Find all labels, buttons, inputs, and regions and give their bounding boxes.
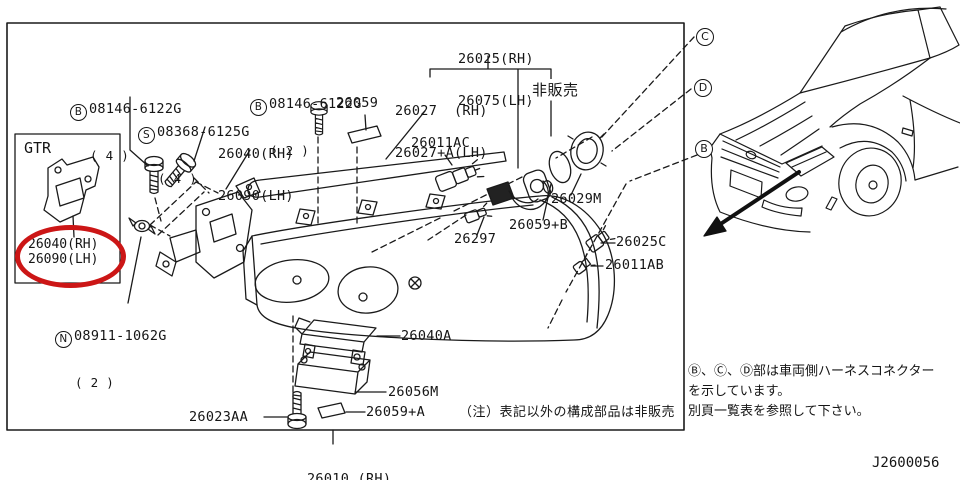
pointer-arrow	[703, 170, 801, 237]
label-26011AB: 26011AB	[605, 257, 664, 273]
drawing-number: J2600056	[872, 455, 940, 471]
wing-nut	[128, 217, 156, 235]
harness-connector-note: Ⓑ、Ⓒ、Ⓓ部は車両側ハーネスコネクター を示しています。 別頁一覧表を参照して下…	[688, 364, 935, 419]
label-26056M: 26056M	[388, 384, 439, 400]
label-26025-26075: 26025(RH) 26075(LH)	[458, 51, 534, 109]
label-26059B: 26059+B	[509, 217, 568, 233]
label-26059A: 26059+A	[366, 404, 425, 420]
label-26011AC: 26011AC	[411, 135, 470, 151]
circled-b-icon: B	[70, 104, 87, 121]
main-border	[6, 22, 685, 431]
callout-b: B	[695, 140, 713, 158]
label-26029M: 26029M	[551, 191, 602, 207]
screws-and-nut	[128, 101, 328, 430]
label-26297: 26297	[454, 231, 497, 247]
label-26010-26060: 26010 (RH) 26060(LH)	[307, 471, 392, 480]
circled-n-icon: N	[55, 331, 72, 348]
label-26027: 26027 (RH) 26027+A(LH)	[395, 103, 488, 161]
label-bracket-26040-26090: 26040(RH) 26090(LH)	[218, 146, 294, 204]
not-for-sale-tag: 非販売	[530, 79, 581, 100]
footnote-not-for-sale: （注）表記以外の構成部品は非販売	[459, 405, 676, 420]
circled-b-icon: B	[250, 99, 267, 116]
callout-d: D	[694, 79, 712, 97]
lower-parts-drawings	[294, 125, 382, 419]
dashed-assembly-lines	[149, 36, 698, 398]
label-26023AA: 26023AA	[189, 409, 248, 425]
red-highlight-oval	[15, 225, 126, 288]
label-26025C: 26025C	[616, 234, 667, 250]
circled-s-icon: S	[138, 127, 155, 144]
bulb-and-socket-chain	[434, 131, 616, 275]
molding-strip-26027	[247, 151, 507, 198]
headlamp-unit-drawing	[242, 193, 616, 342]
vehicle-drawing	[709, 6, 960, 233]
callout-c: C	[696, 28, 714, 46]
label-26040A: 26040A	[401, 328, 452, 344]
gtr-variant-title: GTR	[24, 139, 52, 157]
label-26059: 26059	[336, 95, 379, 111]
